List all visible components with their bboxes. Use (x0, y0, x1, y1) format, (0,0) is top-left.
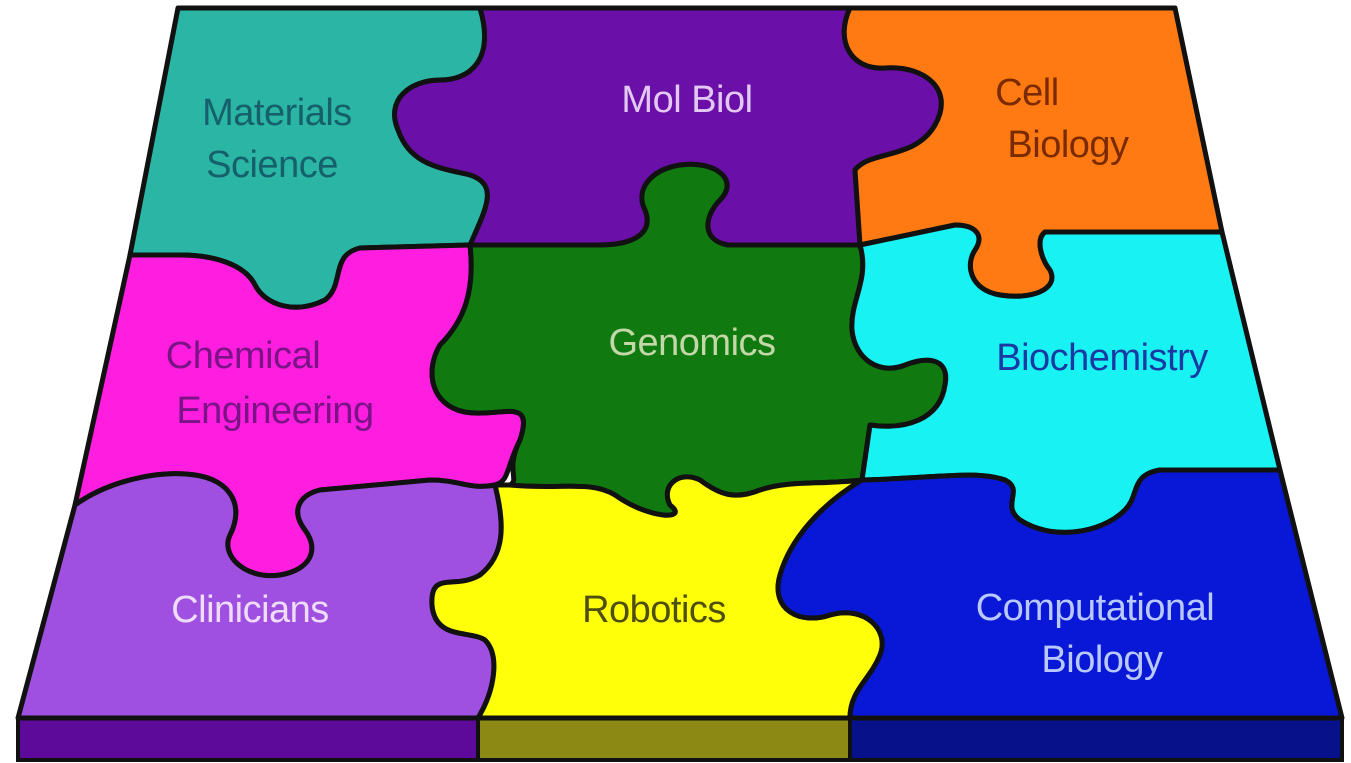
label-chemical-engineering-line-2: Engineering (176, 390, 373, 432)
label-mol-biol-line-1: Mol Biol (621, 79, 752, 121)
label-clinicians: Clinicians (171, 589, 329, 631)
label-biochemistry: Biochemistry (996, 337, 1208, 379)
label-chemical-engineering-line-1: Chemical (166, 335, 320, 377)
label-biochemistry-line-1: Biochemistry (996, 337, 1208, 379)
label-robotics: Robotics (582, 589, 726, 631)
label-materials-science-line-2: Science (206, 144, 338, 186)
label-computational-biology-line-2: Biology (1041, 639, 1163, 681)
label-robotics-line-1: Robotics (582, 589, 726, 631)
board-edge-right (850, 718, 1342, 760)
label-clinicians-line-1: Clinicians (171, 589, 329, 631)
label-mol-biol: Mol Biol (621, 79, 752, 121)
label-computational-biology-line-1: Computational (976, 587, 1215, 629)
label-genomics-line-1: Genomics (608, 322, 775, 364)
board-edge-middle (478, 718, 850, 760)
label-cell-biology-line-1: Cell (995, 72, 1058, 114)
board-edge (18, 718, 1342, 760)
label-cell-biology-line-2: Biology (1007, 124, 1129, 166)
label-genomics: Genomics (608, 322, 775, 364)
board-edge-left (18, 718, 478, 760)
label-materials-science-line-1: Materials (202, 92, 352, 134)
